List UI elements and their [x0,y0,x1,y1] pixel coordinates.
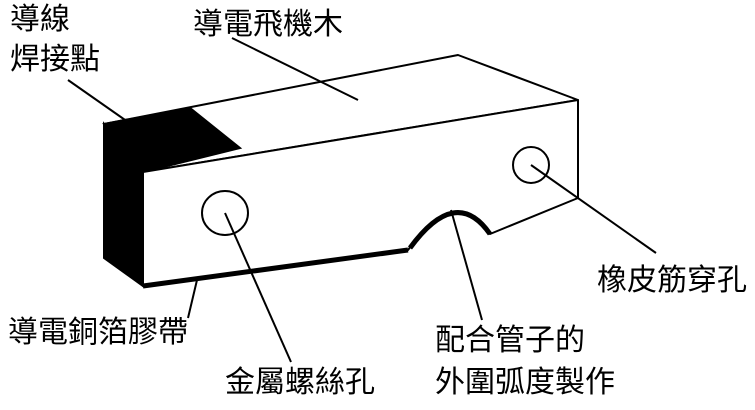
solder-patch [102,106,243,174]
leader-copper-tape [187,279,198,319]
label-rubber-band-hole: 橡皮筋穿孔 [597,263,747,298]
label-wire-solder-1: 導線 [10,2,70,37]
copper-tape [142,247,409,289]
label-metal-screw-hole: 金屬螺絲孔 [225,365,375,400]
leader-tube-arc [450,209,483,321]
arc-tape [407,210,493,250]
label-tube-arc-1: 配合管子的 [435,323,585,358]
leader-screw-hole [224,212,292,363]
label-conductive-block: 導電飛機木 [193,7,343,42]
leader-rubber-band [530,164,657,254]
label-wire-solder-2: 焊接點 [10,42,100,77]
label-copper-foil-tape: 導電銅箔膠帶 [8,315,188,350]
leader-solder [67,79,129,123]
leader-block [231,37,359,101]
label-tube-arc-2: 外圍弧度製作 [435,365,615,400]
